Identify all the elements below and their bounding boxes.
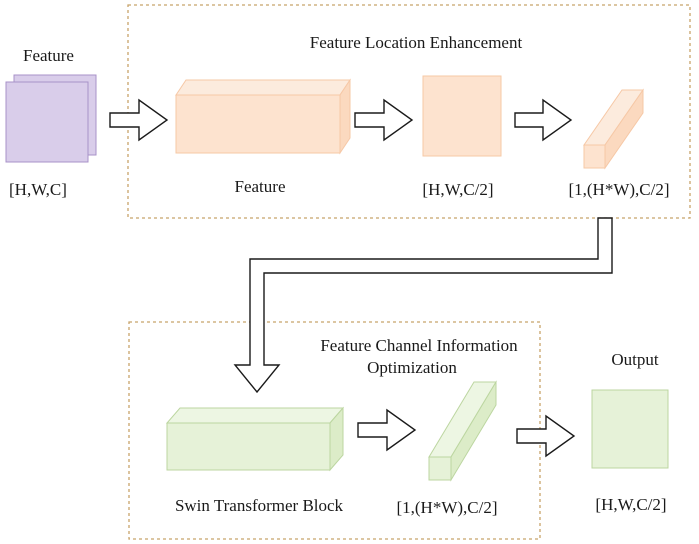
flattened-shape-top: [1,(H*W),C/2] (568, 180, 670, 199)
input-feature-stack (5, 74, 97, 163)
swin-transformer-cuboid (165, 406, 345, 472)
location-enhancement-frame (127, 4, 691, 219)
arrow-square-to-prism (514, 98, 573, 142)
feature-label: Feature (234, 177, 286, 196)
flattened-shape-bottom: [1,(H*W),C/2] (396, 498, 498, 517)
location-enhancement-title: Feature Location Enhancement (309, 33, 523, 52)
channel-optimization-title-line1: Feature Channel Information (320, 336, 518, 355)
arrow-input-to-feature (109, 98, 169, 142)
flattened-prism-green (428, 380, 497, 482)
arrow-connector-down (233, 217, 613, 394)
arrow-swin-to-prism (357, 408, 417, 452)
output-shape: [H,W,C/2] (595, 495, 667, 514)
channel-optimization-frame (128, 321, 541, 540)
arrow-prism-to-output (516, 414, 576, 458)
output-square (591, 389, 669, 469)
swin-transformer-label: Swin Transformer Block (174, 496, 344, 515)
arrow-feature-to-square (354, 98, 414, 142)
output-title: Output (611, 350, 659, 369)
half-channel-shape: [H,W,C/2] (422, 180, 494, 199)
feature-cuboid (175, 78, 351, 155)
flattened-prism-orange (583, 88, 644, 170)
input-title: Feature (23, 46, 74, 65)
input-shape: [H,W,C] (9, 180, 67, 199)
channel-optimization-title-line2: Optimization (367, 358, 457, 377)
half-channel-square (422, 75, 502, 157)
